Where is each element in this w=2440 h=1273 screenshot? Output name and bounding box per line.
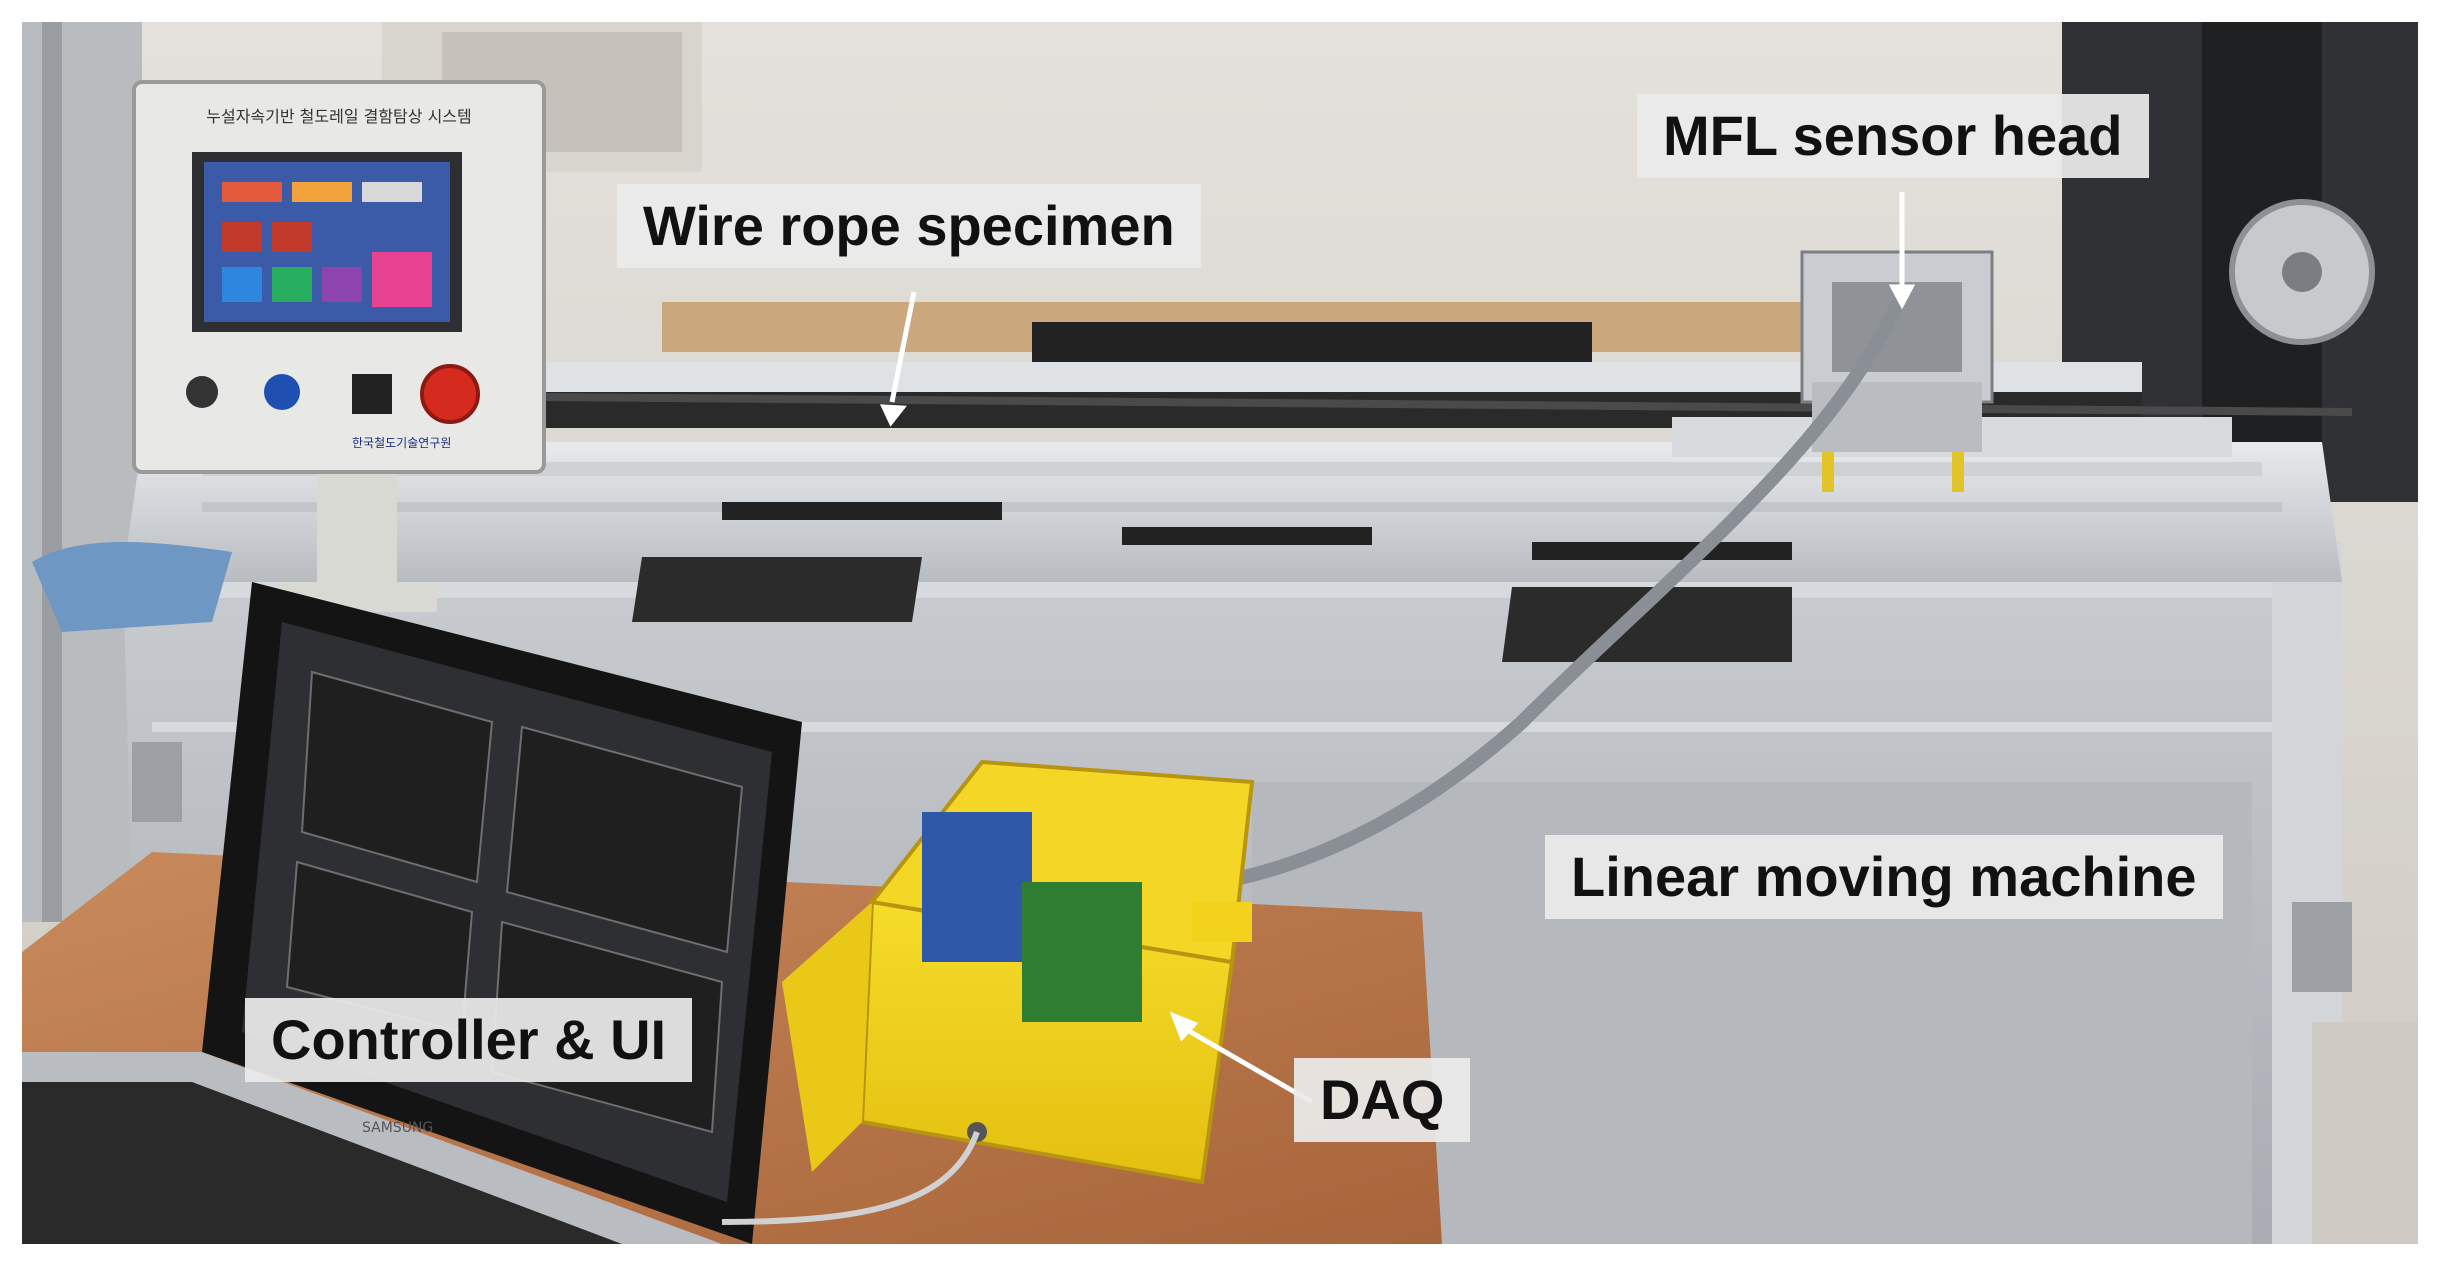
shelf-left: [22, 22, 142, 922]
emergency-stop: [420, 364, 480, 424]
blue-cloth: [32, 542, 232, 632]
panel-logo-text: 한국철도기술연구원: [352, 436, 451, 450]
control-panel: 누설자속기반 철도레일 결함탐상 시스템 한국철도기술연구원: [132, 80, 546, 612]
label-mfl-sensor-head: MFL sensor head: [1637, 94, 2149, 178]
wire-rope: [541, 393, 2353, 416]
blue-button: [264, 374, 300, 410]
panel-title: 누설자속기반 철도레일 결함탐상 시스템: [206, 107, 472, 126]
label-daq: DAQ: [1294, 1058, 1471, 1142]
label-controller-ui: Controller & UI: [245, 998, 693, 1082]
daq-box: [782, 759, 1255, 1185]
laptop-brand: SAMSUNG: [362, 1120, 433, 1136]
daq-cable: [721, 1130, 980, 1225]
sensor-cable: [1220, 289, 1909, 889]
label-wire-rope-specimen: Wire rope specimen: [617, 184, 1201, 268]
label-linear-moving-machine: Linear moving machine: [1545, 835, 2223, 919]
pointer-arrows: [879, 192, 1916, 1105]
